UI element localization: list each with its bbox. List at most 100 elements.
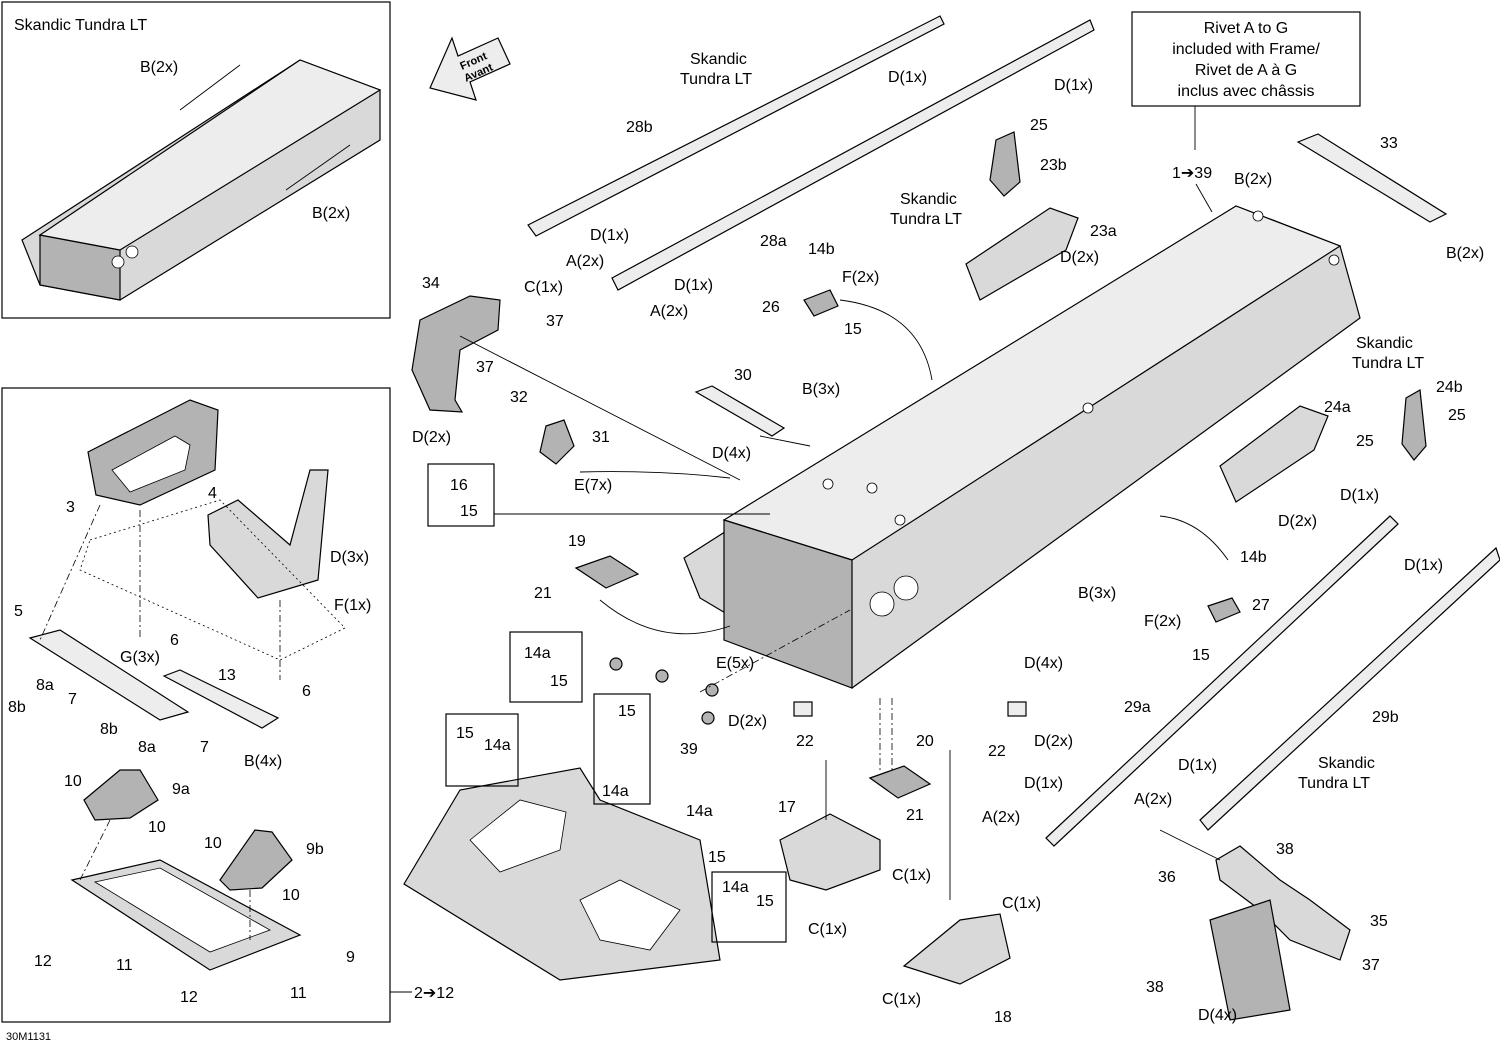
label-B2x: B(2x): [1446, 245, 1484, 262]
lower-parts: 19 21 39 D(2x) 22 22 D(2x) 20 21 17 C(1x…: [403, 533, 1073, 1026]
label-33: 33: [1380, 135, 1398, 152]
label-35: 35: [1370, 913, 1388, 930]
label-26: 26: [762, 299, 780, 316]
part-19-step: [574, 555, 640, 589]
label-15: 15: [756, 893, 774, 910]
inset-b-label: B(2x): [312, 205, 350, 222]
label-A2x: A(2x): [650, 303, 688, 320]
part-9b: [219, 829, 293, 891]
label-8a: 8a: [138, 739, 156, 756]
label-10: 10: [204, 835, 222, 852]
part-24b-bracket: [1401, 389, 1427, 461]
part-24a-plate: [1219, 405, 1329, 503]
label-17: 17: [778, 799, 796, 816]
tunnel-front-face: [723, 519, 853, 689]
label-D1x: D(1x): [674, 277, 713, 294]
part-29b-rail: [1199, 546, 1500, 831]
rails-top: Skandic Tundra LT 28b 28a D(1x) D(1x) D(…: [527, 15, 1095, 320]
label-23b: 23b: [1040, 157, 1067, 174]
label-12: 12: [34, 953, 52, 970]
label-15: 15: [460, 503, 478, 520]
label-11: 11: [290, 985, 307, 1002]
label-D4x: D(4x): [712, 445, 751, 462]
rivet-note: Rivet A to G included with Frame/ Rivet …: [1131, 11, 1361, 150]
label-37: 37: [476, 359, 494, 376]
label-8b: 8b: [8, 699, 26, 716]
label-8b: 8b: [100, 721, 118, 738]
label-D1x: D(1x): [888, 69, 927, 86]
label-28b: 28b: [626, 119, 653, 136]
label-A2x: A(2x): [566, 253, 604, 270]
front-arrow: Front Avant: [429, 36, 511, 101]
rivet-point: [894, 514, 906, 526]
inset-title: Skandic Tundra LT: [14, 17, 147, 34]
label-34: 34: [422, 275, 440, 292]
label-28a: 28a: [760, 233, 787, 250]
label-D1x: D(1x): [1054, 77, 1093, 94]
label-22: 22: [796, 733, 814, 750]
label-16: 16: [450, 477, 468, 494]
front-frame-opening: [469, 799, 567, 873]
label-D3x: D(3x): [330, 549, 369, 566]
label-25: 25: [1448, 407, 1466, 424]
label-D1x: D(1x): [590, 227, 629, 244]
inset-panel: Skandic Tundra LT B(2x) B(2x): [1, 1, 391, 319]
part-38-plate: [1209, 899, 1291, 1021]
label-B4x: B(4x): [244, 753, 282, 770]
label-37: 37: [546, 313, 564, 330]
label-11: 11: [116, 957, 133, 974]
label-D1x: D(1x): [1340, 487, 1379, 504]
label-skandic: Skandic: [900, 191, 957, 208]
range-label: 2➔12: [414, 985, 454, 1002]
box-15-14a: [445, 713, 519, 787]
part-23b-bracket: [989, 131, 1021, 197]
rivet-point: [1328, 254, 1340, 266]
label-39: 39: [680, 741, 698, 758]
rivet-point: [822, 478, 834, 490]
label-10: 10: [148, 819, 166, 836]
washer: [655, 669, 669, 683]
label-C1x: C(1x): [808, 921, 847, 938]
part-G-rail: [28, 629, 190, 721]
rivet-note-line: Rivet A to G: [1204, 20, 1288, 37]
label-7: 7: [200, 739, 209, 756]
front-frame-opening: [579, 879, 681, 951]
label-B2x: B(2x): [1234, 171, 1272, 188]
label-C1x: C(1x): [1002, 895, 1041, 912]
label-29b: 29b: [1372, 709, 1399, 726]
label-9a: 9a: [172, 781, 190, 798]
label-A2x: A(2x): [1134, 791, 1172, 808]
label-E7x: E(7x): [574, 477, 612, 494]
label-15: 15: [844, 321, 862, 338]
label-F1x: F(1x): [334, 597, 371, 614]
washer: [701, 711, 715, 725]
label-29a: 29a: [1124, 699, 1151, 716]
rivet-note-line: inclus avec châssis: [1178, 83, 1315, 100]
upper-parts: 25 23b Skandic Tundra LT 23a D(2x) 33 B(…: [411, 117, 1484, 664]
label-9: 9: [346, 949, 355, 966]
subassembly-border: [1, 387, 391, 1023]
tunnel-hole: [893, 575, 919, 601]
label-23a: 23a: [1090, 223, 1117, 240]
label-4: 4: [208, 485, 217, 502]
label-D4x: D(4x): [1024, 655, 1063, 672]
label-D1x: D(1x): [1024, 775, 1063, 792]
label-A2x: A(2x): [982, 809, 1020, 826]
label-15: 15: [1192, 647, 1210, 664]
alignment-line: [699, 609, 851, 693]
label-skandic: Skandic: [1356, 335, 1413, 352]
label-31: 31: [592, 429, 610, 446]
label-13: 13: [218, 667, 236, 684]
label-8a: 8a: [36, 677, 54, 694]
washer: [609, 657, 623, 671]
label-15: 15: [456, 725, 474, 742]
part-29a-rail: [1045, 515, 1399, 847]
box-16-15: [427, 463, 495, 527]
rivet-note-box: [1131, 11, 1361, 107]
label-C1x: C(1x): [524, 279, 563, 296]
label-C1x: C(1x): [892, 867, 931, 884]
part-23a-plate: [965, 207, 1079, 301]
label-D2x: D(2x): [1060, 249, 1099, 266]
label-3: 3: [66, 499, 75, 516]
